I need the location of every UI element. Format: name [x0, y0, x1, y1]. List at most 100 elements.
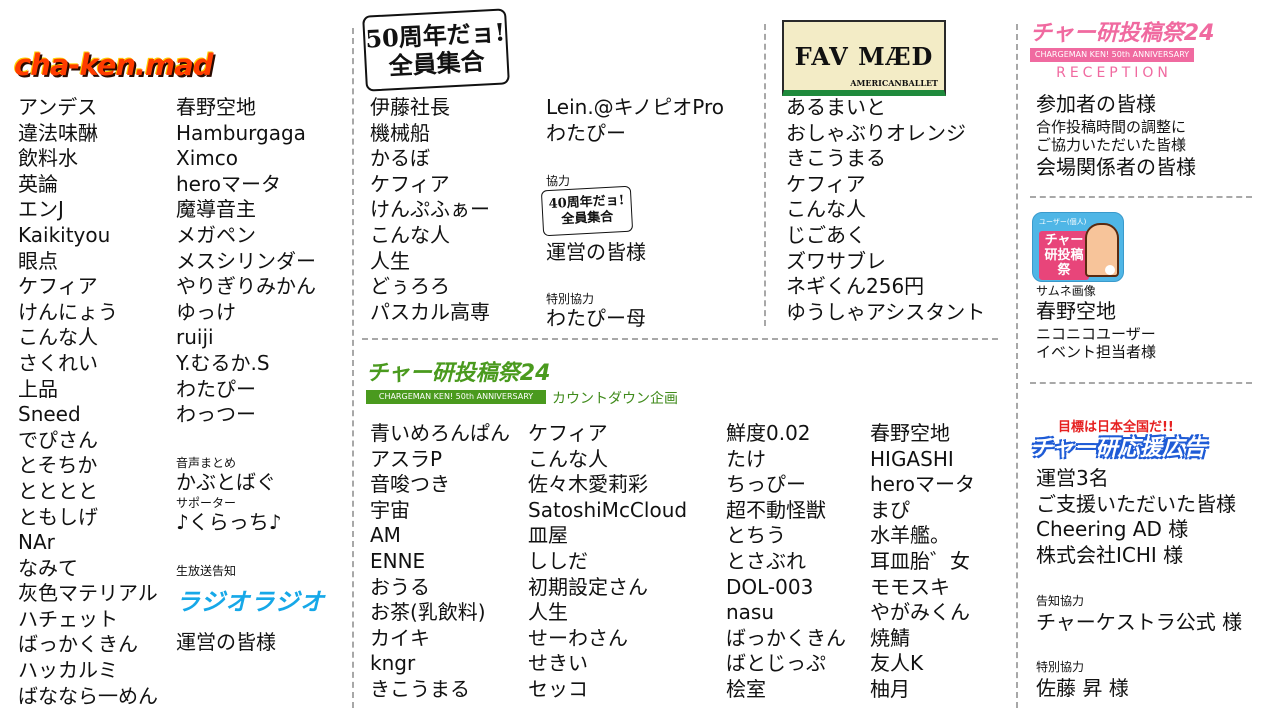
radio-logo: ラジオラジオ [176, 588, 326, 616]
bird-icon [1105, 265, 1115, 275]
50th-anniversary-logo: 50周年だョ!全員集合 [362, 8, 510, 92]
credit-name: 音唆つき [370, 472, 450, 497]
credit-name: ゆっけ [176, 299, 236, 324]
credit-name: 皿屋 [528, 523, 568, 548]
credit-name: まぴ [870, 497, 910, 522]
live-broadcast-heading: 生放送告知 [176, 564, 237, 578]
cha-ken-mad-logo: cha-ken.mad [14, 48, 214, 82]
credit-name: 初期設定さん [528, 574, 648, 599]
thumbnail-image: ユーザー(個人) チャー研投稿祭 [1032, 212, 1124, 282]
credit-name: ruiji [176, 325, 214, 350]
credit-name: 人生 [528, 600, 568, 625]
credit-name: 春野空地 [176, 95, 256, 119]
credit-name: heroマータ [176, 171, 281, 196]
thumbnail-role-2: イベント担当者様 [1036, 343, 1157, 361]
credit-name: AM [370, 523, 401, 548]
section-divider-ad [1030, 382, 1252, 384]
reception-logo-title: チャー研投稿祭24 [1030, 21, 1215, 46]
credit-name: 魔導音主 [176, 197, 256, 222]
thumbnail-tag: ユーザー(個人) [1039, 218, 1087, 226]
credit-name: 柚月 [870, 676, 910, 701]
credit-name: 機械船 [370, 120, 430, 145]
credit-name: やりぎりみかん [176, 274, 316, 299]
credit-name: Sneed [18, 402, 81, 427]
credit-name: おしゃぶりオレンジ [786, 120, 966, 145]
reception-logo-word: RECEPTION [1056, 65, 1172, 81]
credit-name: せきい [528, 651, 588, 676]
thumbnail-role-1: ニコニコユーザー [1036, 325, 1156, 343]
reception-participants: 参加者の皆様 [1036, 92, 1156, 116]
credit-name: 鮮度0.02 [726, 421, 811, 445]
credit-name: 佐々木愛莉彩 [528, 472, 648, 497]
credit-name: たけ [726, 446, 766, 471]
column-divider-2 [764, 24, 766, 326]
credit-name: ししだ [528, 548, 588, 573]
radio-staff: 運営の皆様 [176, 630, 276, 654]
credit-name: パスカル高専 [370, 299, 490, 324]
voice-summary-name: かぶとばぐ [176, 470, 276, 494]
credit-name: 青いめろんぱん [370, 421, 510, 445]
credit-name: 水羊艦。 [870, 523, 950, 548]
credit-name: メスシリンダー [176, 248, 316, 273]
notice-heading: 告知協力 [1036, 594, 1085, 608]
credit-name: ゆうしゃアシスタント [786, 299, 986, 324]
credit-name: 焼鯖 [870, 625, 910, 650]
credit-name: 英論 [18, 171, 58, 196]
credit-name: ハッカルミ [18, 658, 118, 683]
column-divider-1 [352, 28, 354, 708]
credit-name: とそちか [18, 453, 98, 478]
credit-name: 伊藤社長 [370, 95, 450, 119]
countdown-label: カウントダウン企画 [552, 391, 678, 407]
fav-maed-logo-title: FAV MÆD [794, 41, 934, 71]
credit-name: HIGASHI [870, 446, 954, 471]
credit-name: わたぴー [176, 376, 256, 401]
reception-note-2: ご協力いただいた皆様 [1036, 136, 1187, 154]
credit-name: kngr [370, 651, 416, 676]
special-cooperation-heading: 特別協力 [546, 292, 595, 306]
reception-venue-staff: 会場関係者の皆様 [1036, 155, 1196, 179]
credit-name: さくれい [18, 350, 98, 375]
credit-name: Hamburgaga [176, 120, 306, 145]
credit-name: かるぼ [370, 146, 430, 171]
credit-line: 運営3名 [1036, 466, 1109, 490]
credit-name: 違法味醂 [18, 120, 98, 145]
credit-name: アスラP [370, 446, 443, 471]
fav-maed-names: あるまいとおしゃぶりオレンジきこうまるケフィアこんな人じごあくズワサブレネギくん… [786, 95, 985, 325]
credit-name: heroマータ [870, 472, 975, 497]
credit-name: でぴさん [18, 427, 98, 452]
credit-name: 耳皿胎゛女 [870, 548, 970, 573]
credit-name: とさぶれ [726, 548, 806, 573]
cheering-ad-logo-top: 目標は日本全国だ!! [1058, 420, 1174, 435]
credit-name: あるまいと [786, 95, 886, 119]
fav-maed-logo: FAV MÆD AMERICANBALLET [782, 20, 946, 96]
credit-name: ともしげ [18, 504, 98, 529]
section-divider-countdown [362, 338, 998, 340]
credit-name: カイキ [370, 625, 430, 650]
credit-name: じごあく [786, 222, 866, 247]
credit-name: メガペン [176, 222, 256, 247]
credit-name: ケフィア [528, 421, 608, 445]
40th-anniversary-logo: 40周年だョ!全員集合 [540, 185, 634, 237]
column-divider-3 [1016, 24, 1018, 708]
cooperation-heading: 協力 [546, 174, 571, 188]
thumbnail-author: 春野空地 [1036, 299, 1116, 323]
credit-name: ばっかくきん [726, 625, 846, 650]
credit-name: お茶(乳飲料) [370, 600, 486, 625]
credit-name: 眼点 [18, 248, 58, 273]
cooperation-name: 運営の皆様 [546, 240, 646, 264]
credit-name: やがみくん [870, 600, 970, 625]
credit-name: おうる [370, 574, 430, 599]
credit-name: どぅろろ [370, 274, 450, 299]
credit-name: けんにょう [18, 299, 118, 324]
supporter-name: ♪くらっち♪ [176, 510, 282, 534]
special-cooperation-name-2: 佐藤 昇 様 [1036, 676, 1129, 700]
credit-name: 飲料水 [18, 146, 78, 171]
credit-name: NAr [18, 530, 55, 555]
credit-name: 灰色マテリアル [18, 581, 158, 606]
festival-logo-band: CHARGEMAN KEN! 50th ANNIVERSARY [366, 390, 546, 404]
credit-name: せーわさん [528, 625, 628, 650]
